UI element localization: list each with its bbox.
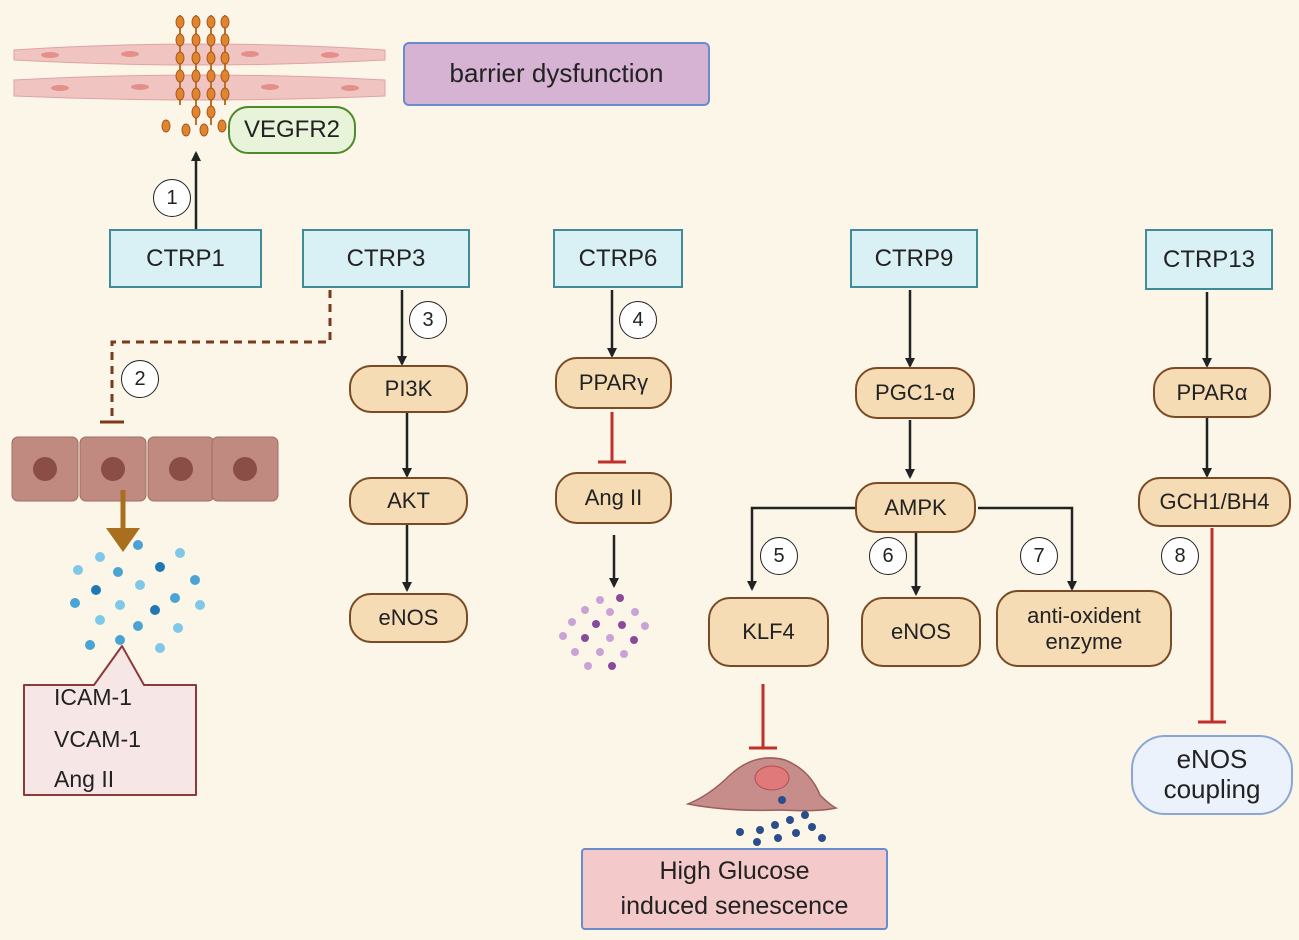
pparalpha-label: PPARα — [1176, 379, 1248, 405]
gch1-bh4-label: GCH1/BH4 — [1159, 489, 1270, 515]
ctrp3-box: CTRP3 — [302, 229, 470, 288]
step-marker-4: 4 — [619, 301, 657, 339]
barrier-dysfunction-box: barrier dysfunction — [403, 42, 710, 106]
angii-label: Ang II — [584, 485, 643, 511]
enos-ctrp3-node: eNOS — [349, 593, 468, 643]
step-marker-1: 1 — [153, 179, 191, 217]
gch1-bh4-node: GCH1/BH4 — [1138, 477, 1291, 527]
ctrp1-label: CTRP1 — [146, 244, 225, 272]
endothelial-sheet-illustration — [13, 43, 386, 101]
secretion-arrow — [106, 490, 140, 552]
ppargamma-label: PPARγ — [578, 370, 649, 396]
pgc1a-label: PGC1-α — [875, 380, 955, 406]
arrow-ampk-to-klf4 — [747, 506, 858, 591]
ampk-label: AMPK — [884, 494, 947, 520]
enos-ctrp9-label: eNOS — [891, 619, 951, 645]
callout-angii: Ang II — [54, 766, 115, 792]
inhibition-klf4-to-senescence — [749, 684, 777, 750]
dashed-inhibition-ctrp3-to-cells — [100, 290, 332, 424]
antioxidant-enzyme-node: anti-oxident enzyme — [996, 590, 1172, 667]
senescence-line2: induced senescence — [620, 892, 849, 920]
secreted-molecules-dots — [70, 540, 205, 653]
ctrp9-label: CTRP9 — [874, 244, 954, 272]
step-marker-2: 2 — [121, 360, 159, 398]
callout-box-shape — [23, 645, 197, 796]
ppargamma-node: PPARγ — [555, 357, 672, 409]
step-marker-7: 7 — [1020, 537, 1058, 575]
arrow-ampk-to-antioxidant — [978, 506, 1077, 591]
step-marker-3: 3 — [409, 301, 447, 339]
callout-vcam1: VCAM-1 — [54, 726, 141, 752]
klf4-label: KLF4 — [742, 619, 795, 645]
senescence-line1: High Glucose — [659, 857, 810, 886]
ctrp1-box: CTRP1 — [109, 229, 262, 288]
step-marker-5: 5 — [760, 537, 798, 575]
ampk-node: AMPK — [855, 482, 976, 533]
enos-ctrp3-label: eNOS — [378, 605, 439, 631]
vegfr2-box: VEGFR2 — [228, 106, 356, 154]
ctrp6-label: CTRP6 — [578, 244, 658, 272]
angii-molecules-dots — [559, 594, 649, 670]
ctrp3-label: CTRP3 — [346, 244, 426, 272]
senescent-cell-illustration — [685, 757, 839, 846]
ctrp13-box: CTRP13 — [1145, 229, 1273, 290]
vegfr2-receptor-illustration — [161, 15, 230, 137]
ctrp9-box: CTRP9 — [850, 229, 978, 288]
callout-icam1: ICAM-1 — [54, 684, 132, 710]
vegfr2-label: VEGFR2 — [243, 116, 341, 144]
pgc1a-node: PGC1-α — [855, 367, 975, 419]
angii-node: Ang II — [555, 472, 672, 524]
pparalpha-node: PPARα — [1153, 367, 1271, 418]
endothelial-cell-layer-illustration — [11, 436, 279, 502]
enos-coupling-box: eNOS coupling — [1131, 735, 1293, 815]
akt-node: AKT — [349, 477, 468, 525]
enos-coupling-line2: coupling — [1163, 774, 1261, 804]
pi3k-label: PI3K — [384, 376, 433, 402]
ctrp6-box: CTRP6 — [553, 229, 683, 288]
step-marker-6: 6 — [869, 537, 907, 575]
barrier-dysfunction-label: barrier dysfunction — [449, 58, 664, 89]
inhibition-ppargamma-to-angii — [598, 412, 626, 464]
ctrp13-label: CTRP13 — [1162, 245, 1256, 273]
klf4-node: KLF4 — [708, 597, 829, 667]
antioxidant-label-line2: enzyme — [1045, 628, 1123, 654]
high-glucose-senescence-box: High Glucose induced senescence — [581, 848, 888, 930]
akt-label: AKT — [387, 488, 430, 514]
antioxidant-label-line1: anti-oxident — [1027, 603, 1141, 629]
pi3k-node: PI3K — [349, 365, 468, 413]
enos-ctrp9-node: eNOS — [861, 597, 981, 667]
step-marker-8: 8 — [1161, 537, 1199, 575]
enos-coupling-line1: eNOS — [1176, 744, 1248, 775]
inhibition-gch1-to-coupling — [1198, 528, 1226, 724]
